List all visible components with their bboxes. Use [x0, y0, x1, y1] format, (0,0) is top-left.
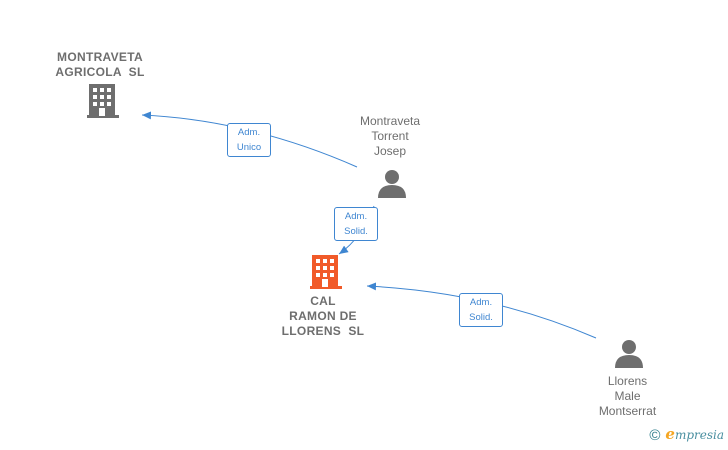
label-line: CAL: [310, 294, 336, 308]
label-line: RAMON DE: [289, 309, 357, 323]
node-label-cal-ramon[interactable]: CAL RAMON DE LLORENS SL: [268, 294, 378, 339]
node-label-montraveta-agricola[interactable]: MONTRAVETA AGRICOLA SL: [45, 50, 155, 80]
label-line: AGRICOLA SL: [55, 65, 145, 79]
label-line: Montraveta: [359, 114, 421, 128]
brand-watermark: ©empresia: [649, 425, 724, 444]
edge-label-line: Adm.: [237, 127, 261, 138]
label-line: LLORENS SL: [281, 324, 365, 338]
edge-label-line: Unico: [236, 142, 262, 153]
edge-label-line: Solid.: [469, 312, 493, 323]
building-icon: [87, 84, 119, 118]
node-label-montraveta-torrent[interactable]: Montraveta Torrent Josep: [340, 114, 440, 159]
edge-label-line: Adm.: [469, 297, 493, 308]
node-label-llorens-male[interactable]: Llorens Male Montserrat: [580, 374, 675, 419]
label-line: Montserrat: [598, 404, 657, 418]
label-line: Torrent: [371, 129, 409, 143]
edge-label-line: Adm.: [344, 211, 368, 222]
edge-label-adm-solid[interactable]: Adm. Solid.: [334, 207, 378, 241]
label-line: Male: [614, 389, 641, 403]
edge-label-line: Solid.: [344, 226, 368, 237]
brand-logo-text: mpresia: [674, 428, 724, 442]
label-line: MONTRAVETA: [57, 50, 143, 64]
building-icon: [310, 255, 342, 289]
person-icon: [378, 170, 406, 198]
person-icon: [615, 340, 643, 368]
copyright-icon: ©: [649, 427, 661, 444]
label-line: Llorens: [607, 374, 648, 388]
edge-label-adm-unico[interactable]: Adm. Unico: [227, 123, 271, 157]
brand-logo-initial: e: [665, 425, 675, 443]
edge-label-adm-solid[interactable]: Adm. Solid.: [459, 293, 503, 327]
label-line: Josep: [373, 144, 407, 158]
